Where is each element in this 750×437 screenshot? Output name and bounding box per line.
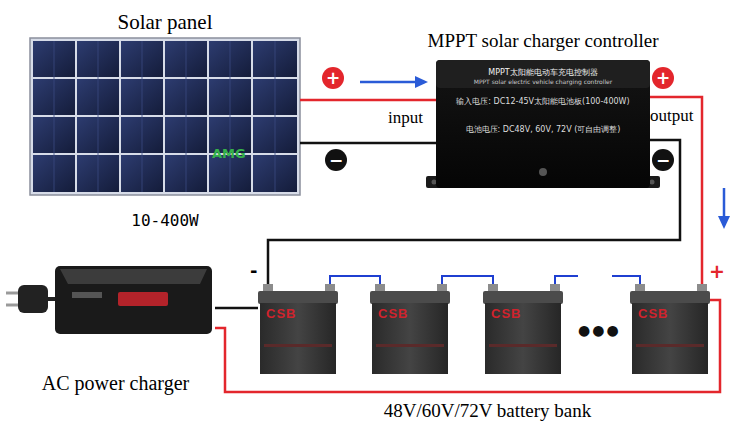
wire — [330, 276, 380, 284]
wire — [300, 142, 436, 145]
panel-title: Solar panel — [30, 10, 300, 35]
controller-title: MPPT solar charger controller — [376, 30, 710, 52]
battery-illustration — [630, 284, 710, 374]
battery-illustration — [258, 284, 338, 374]
solar-panel-illustration — [30, 38, 300, 195]
polarity-badge: − — [652, 149, 674, 171]
battery-illustration — [370, 284, 450, 374]
device-subname: MPPT solar electric vehicle charging con… — [440, 78, 646, 85]
battery-spec: 电池电压: DC48V, 60V, 72V (可自由调整) — [440, 124, 646, 135]
input-spec: 输入电压: DC12-45V太阳能电池板(100-400W) — [440, 96, 646, 107]
charge-controller: MPPT solar charger controllerMPPT太阳能电动车充… — [436, 60, 650, 188]
wire — [215, 307, 258, 310]
battery-illustration — [370, 284, 450, 374]
ac-charger-illustration — [6, 266, 212, 334]
wire — [300, 99, 436, 102]
ellipsis-dots: ●●● — [578, 322, 621, 338]
battery-brand: CSB — [638, 306, 668, 321]
battery-brand: CSB — [378, 306, 408, 321]
device-name: MPPT太阳能电动车充电控制器 — [440, 67, 646, 78]
jumper-wire — [555, 276, 640, 284]
battery: CSB — [483, 284, 563, 374]
battery-illustration — [483, 284, 563, 374]
battery: CSB — [370, 284, 450, 374]
terminal-sign: + — [709, 260, 725, 282]
battery: CSB — [630, 284, 710, 374]
polarity-badge: + — [322, 67, 344, 89]
battery: CSB — [258, 284, 338, 374]
solar-panel: Solar panelAMG 10-400W — [30, 10, 300, 232]
controller-housing — [426, 60, 660, 188]
port-label: output — [650, 106, 693, 126]
wire — [650, 97, 702, 284]
wire — [268, 140, 680, 284]
battery-brand: CSB — [266, 306, 296, 321]
polarity-badge: + — [652, 67, 674, 89]
battery-illustration — [483, 284, 563, 374]
power-rating: 10-400W — [30, 211, 300, 230]
bank-caption: 48V/60V/72V battery bank — [250, 400, 725, 422]
ac-charger: AC power charger — [8, 262, 215, 337]
charger-caption: AC power charger — [8, 372, 223, 395]
wire — [215, 300, 720, 392]
battery-illustration — [630, 284, 710, 374]
wire — [442, 276, 493, 284]
battery-illustration — [258, 284, 338, 374]
polarity-badge: − — [325, 149, 347, 171]
port-label: input — [388, 108, 423, 128]
battery-brand: CSB — [491, 306, 521, 321]
terminal-sign: - — [250, 260, 257, 281]
battery-bank: 48V/60V/72V battery bank CSB CSB CSB CSB — [250, 280, 725, 425]
brand-logo: AMG — [212, 146, 246, 161]
